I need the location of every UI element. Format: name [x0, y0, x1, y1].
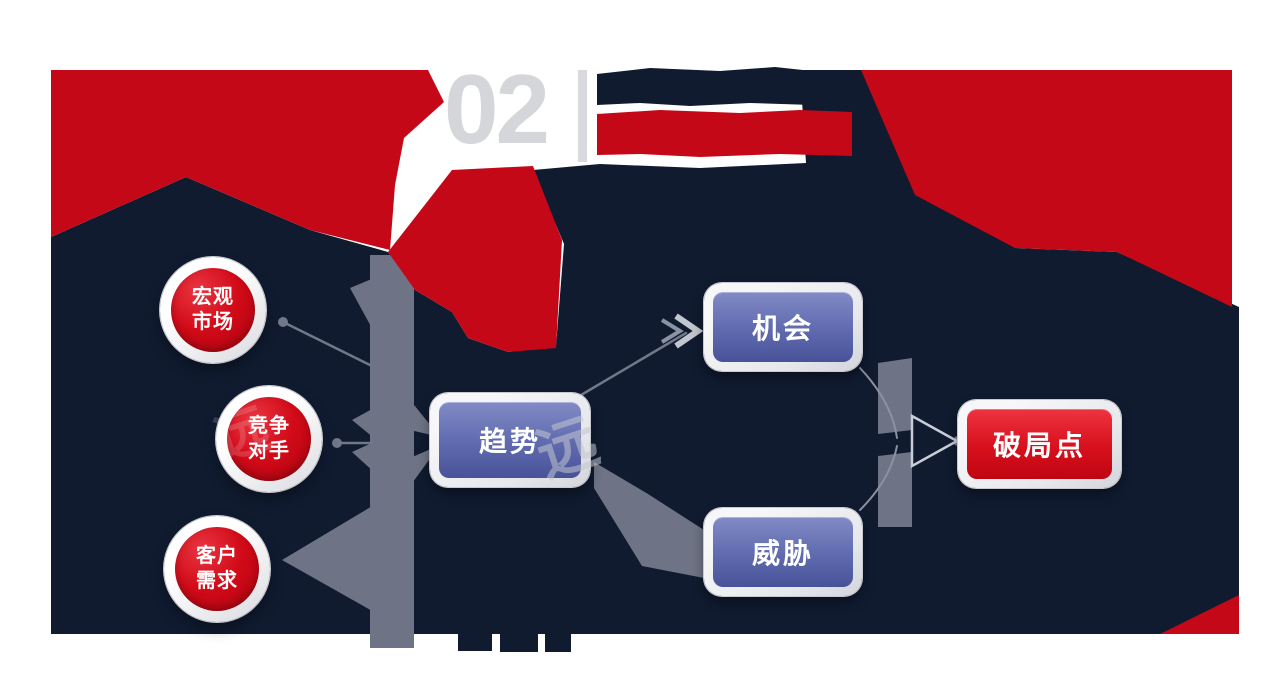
outcome-node-threat-label: 威胁 [713, 517, 853, 587]
funnel-from-customer-needs [282, 505, 374, 612]
slab-hub-to-threat [594, 462, 704, 578]
input-label-line: 竞争 [248, 415, 290, 437]
chevron-into-opportunity-light [674, 313, 704, 349]
dot-competitor [332, 438, 342, 448]
header-divider [578, 70, 587, 162]
right-band-lower [878, 452, 912, 527]
band-tooth-mid1 [352, 408, 374, 438]
red-shapes [51, 70, 1239, 634]
result-node-breakthrough: 破局点 [958, 400, 1121, 488]
section-number: 02 [444, 54, 550, 164]
input-label-line: 市场 [192, 311, 234, 333]
main-vertical-band [370, 255, 414, 648]
line-macro-to-band [281, 320, 374, 368]
result-node-breakthrough-label: 破局点 [967, 409, 1112, 479]
curve-opportunity-to-merge [859, 367, 898, 439]
title-line1-fragment-b [841, 76, 852, 102]
red-band-top-right [861, 70, 1232, 307]
title-line1-fragment-a [820, 72, 834, 102]
input-label-line: 宏观 [192, 286, 234, 308]
outcome-node-threat: 威胁 [704, 508, 862, 596]
outcome-node-opportunity-label: 机会 [713, 292, 853, 362]
connector-lines [281, 320, 898, 511]
dot-macro [278, 317, 288, 327]
title-line2-blob [597, 110, 852, 157]
input-node-competitors-core: 竞争 对手 [227, 397, 311, 481]
input-node-customer-needs: 客户 需求 [164, 516, 270, 622]
input-node-customer-needs-core: 客户 需求 [175, 527, 259, 611]
red-band-top-left [51, 70, 444, 250]
red-blob-center [388, 166, 562, 352]
input-label-line: 需求 [196, 570, 238, 592]
outcome-node-opportunity: 机会 [704, 283, 862, 371]
red-corner-triangle [1160, 595, 1239, 634]
hub-node-trend-label: 趋势 [439, 402, 581, 478]
band-tooth-top [350, 278, 374, 332]
navy-mountain-shape [51, 70, 1239, 634]
bottom-fragment-b [500, 631, 538, 652]
hub-node-trend: 趋势 [430, 393, 590, 487]
right-band-upper [878, 358, 912, 434]
title-line1-blob [597, 67, 812, 106]
bottom-fragment-a [458, 628, 492, 651]
input-node-macro-market: 宏观 市场 [160, 257, 266, 363]
title-blobs [458, 67, 852, 652]
chevron-into-opportunity-dark [660, 318, 684, 344]
line-hub-to-opportunity [574, 331, 688, 400]
curve-threat-to-merge [859, 445, 898, 511]
connector-group [282, 255, 912, 648]
input-label-line: 客户 [196, 545, 238, 567]
input-node-competitors: 竞争 对手 [216, 386, 322, 492]
input-node-macro-market-core: 宏观 市场 [171, 268, 255, 352]
bottom-fragment-c [545, 629, 571, 652]
input-label-line: 对手 [248, 440, 290, 462]
band-tooth-mid2 [352, 442, 374, 472]
open-arrow-into-result [910, 413, 960, 469]
